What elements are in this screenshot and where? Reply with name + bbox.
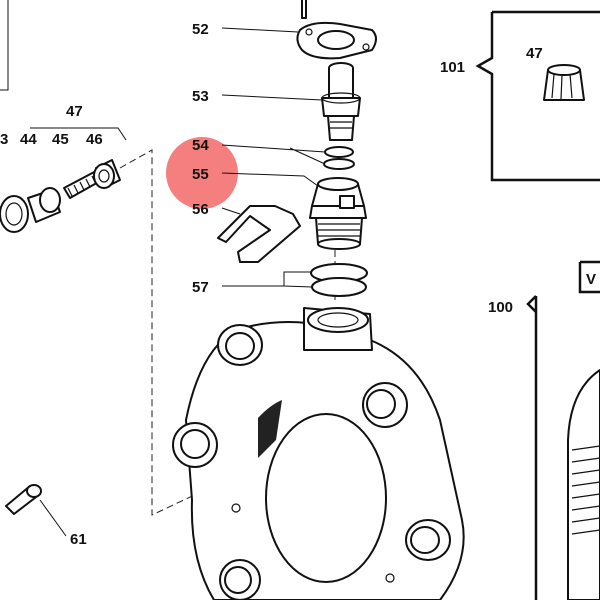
label-45: 45 — [52, 131, 69, 148]
label-55: 55 — [192, 166, 209, 183]
screw-part-61 — [5, 484, 67, 537]
label-53: 53 — [192, 88, 209, 105]
label-view-tab: V — [586, 271, 596, 288]
label-100: 100 — [488, 299, 513, 316]
wire-clip-part-56 — [217, 205, 301, 263]
label-52: 52 — [192, 21, 209, 38]
pump-housing — [172, 307, 465, 600]
leader-lines — [221, 27, 326, 288]
label-101: 101 — [440, 59, 465, 76]
label-56: 56 — [192, 201, 209, 218]
detail-frame-101 — [475, 10, 600, 182]
label-101-inset-47: 47 — [526, 45, 543, 62]
flange-plate-part-52 — [296, 0, 377, 60]
label-54: 54 — [192, 137, 209, 154]
label-43: 3 — [0, 131, 8, 148]
valve-stem-part-53 — [321, 62, 361, 141]
inset-assembly-100 — [567, 369, 600, 600]
label-44: 44 — [20, 131, 37, 148]
sealing-rings-part-57 — [310, 263, 368, 297]
detail-frame-100 — [526, 260, 600, 600]
inset-part-47 — [543, 64, 585, 101]
left-box-edge — [0, 0, 9, 91]
label-61: 61 — [70, 531, 87, 548]
label-47: 47 — [66, 103, 83, 120]
part-labels: 52 53 54 55 56 57 47 3 44 45 46 61 100 1… — [0, 21, 596, 548]
label-46: 46 — [86, 131, 103, 148]
spring-assembly-part-47 — [0, 127, 127, 233]
valve-body-part-55 — [309, 177, 367, 250]
highlight-marker — [166, 137, 238, 209]
o-rings-part-54 — [323, 146, 355, 170]
label-57: 57 — [192, 279, 209, 296]
